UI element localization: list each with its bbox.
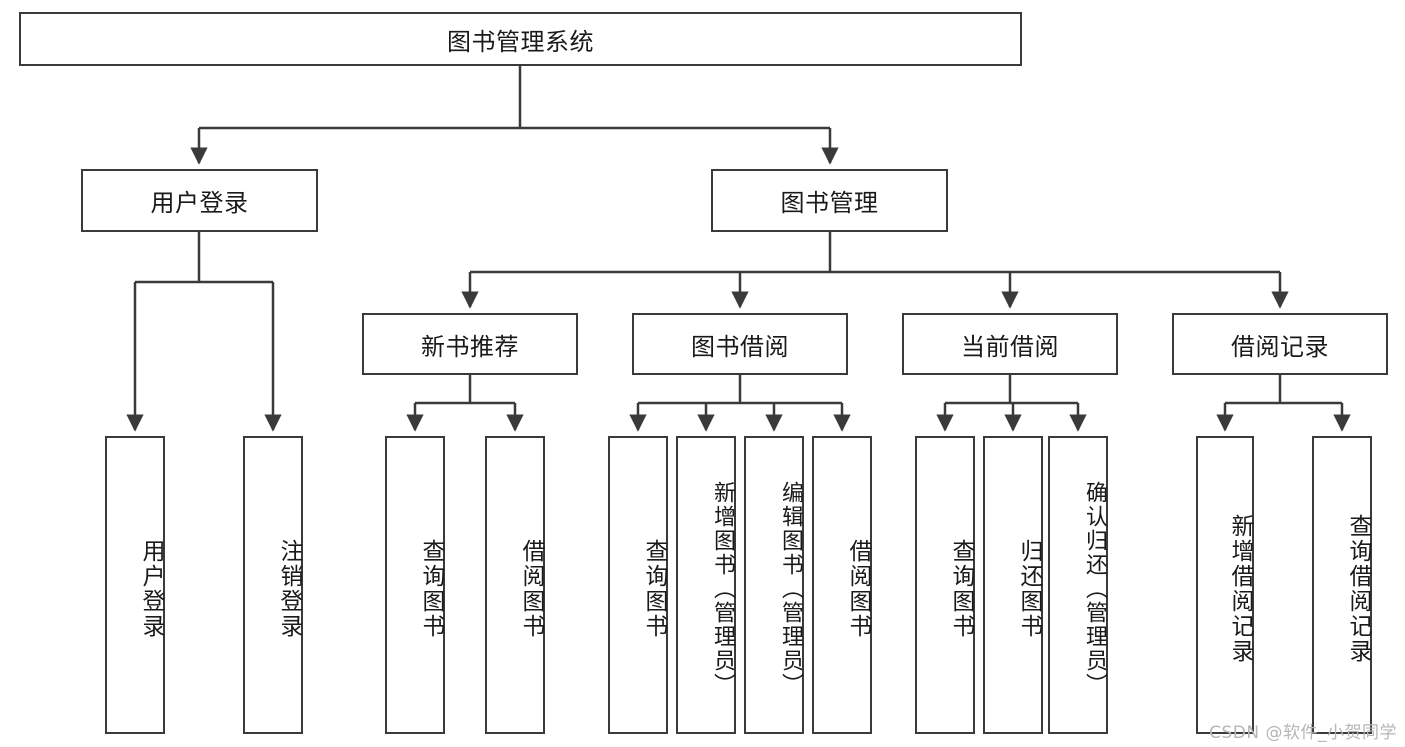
node-book-borrow[interactable]: 图书借阅 [632,313,848,375]
node-current-borrow[interactable]: 当前借阅 [902,313,1118,375]
node-new-book-recommend[interactable]: 新书推荐 [362,313,578,375]
node-leaf-user-login[interactable]: 用户登录 [105,436,165,734]
node-leaf-logout[interactable]: 注销登录 [243,436,303,734]
node-leaf-borrow-book-recommend[interactable]: 借阅图书 [485,436,545,734]
node-leaf-add-book[interactable]: 新增图书（管理员） [676,436,736,734]
node-leaf-query-borrow-record[interactable]: 查询借阅记录 [1312,436,1372,734]
node-book-management[interactable]: 图书管理 [711,169,948,232]
node-leaf-confirm-return[interactable]: 确认归还（管理员） [1048,436,1108,734]
node-leaf-borrow-book[interactable]: 借阅图书 [812,436,872,734]
node-borrow-record[interactable]: 借阅记录 [1172,313,1388,375]
node-leaf-add-borrow-record[interactable]: 新增借阅记录 [1196,436,1254,734]
node-user-login[interactable]: 用户登录 [81,169,318,232]
node-leaf-query-book-recommend[interactable]: 查询图书 [385,436,445,734]
csdn-watermark: CSDN @软件_小贺同学 [1209,723,1397,743]
node-leaf-query-book-borrow[interactable]: 查询图书 [608,436,668,734]
node-root[interactable]: 图书管理系统 [19,12,1022,66]
node-leaf-edit-book[interactable]: 编辑图书（管理员） [744,436,804,734]
node-leaf-query-book-current[interactable]: 查询图书 [915,436,975,734]
node-leaf-return-book[interactable]: 归还图书 [983,436,1043,734]
